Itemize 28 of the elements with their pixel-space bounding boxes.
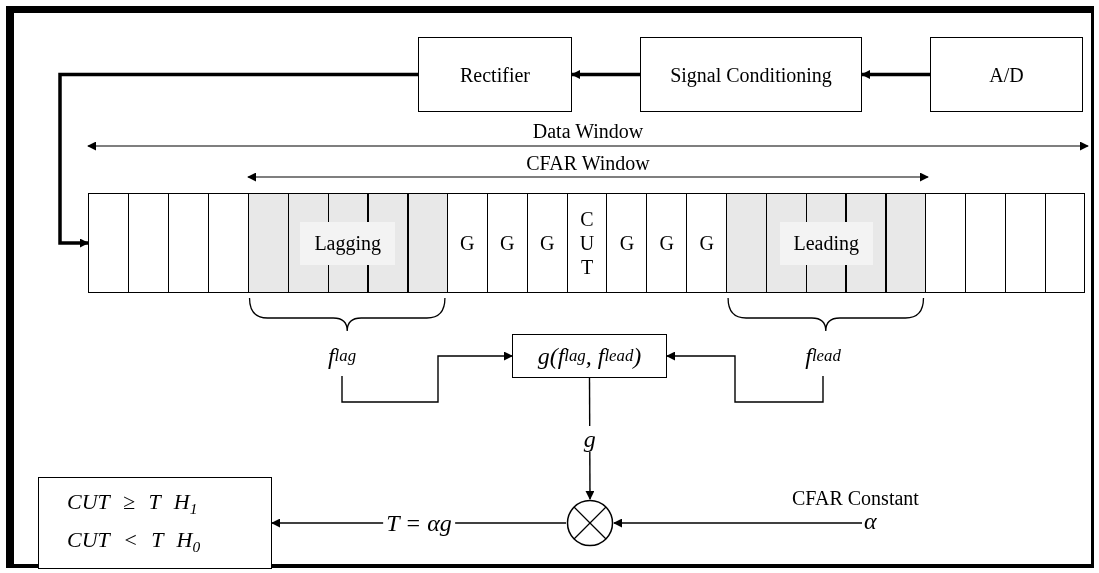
- data-cell: G: [446, 194, 487, 292]
- decision-box: [38, 477, 272, 569]
- data-cell: G: [606, 194, 647, 292]
- region-label: Lagging: [300, 221, 396, 265]
- alpha-symbol: α: [864, 509, 877, 533]
- data-cell: C U T: [566, 194, 607, 292]
- arrow: [666, 351, 824, 403]
- constant-label: CFAR Constant: [792, 487, 919, 510]
- window-label: Data Window: [532, 119, 644, 143]
- data-cell: G: [646, 194, 687, 292]
- data-cell: G: [486, 194, 527, 292]
- condition-text: CUT < T H$_{0}$: [67, 527, 201, 557]
- arrow: [571, 70, 640, 79]
- arrow: [613, 518, 863, 528]
- window-region: [247, 194, 447, 292]
- data-cell: G: [526, 194, 567, 292]
- multiplier-symbol: [566, 499, 614, 547]
- window-region: [726, 194, 926, 292]
- region-label: Leading: [779, 221, 874, 265]
- process-box: A/D: [930, 37, 1083, 112]
- arrow: [341, 351, 513, 403]
- condition-text: CUT ≥ T H$_{1}$: [67, 489, 198, 519]
- process-box: Rectifier: [418, 37, 572, 112]
- process-box: Signal Conditioning: [640, 37, 862, 112]
- data-window-strip: [88, 193, 1085, 293]
- window-label: CFAR Window: [526, 151, 650, 175]
- arrow: [861, 70, 930, 79]
- arrow: [58, 72, 418, 248]
